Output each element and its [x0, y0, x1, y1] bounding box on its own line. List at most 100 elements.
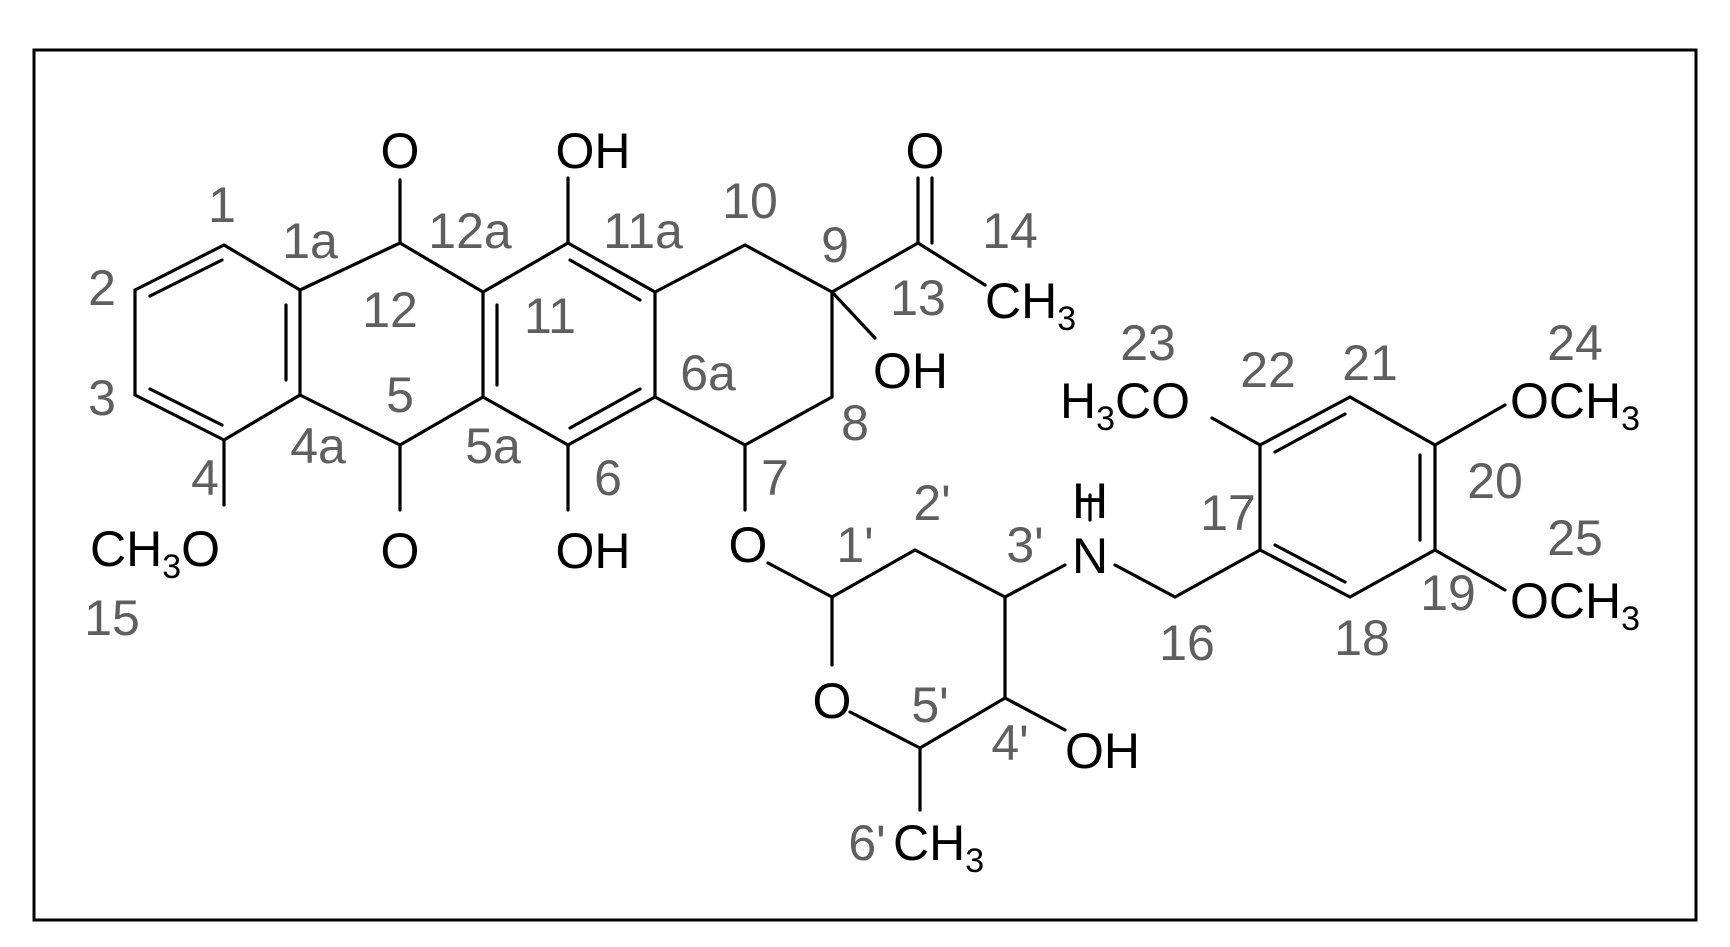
position-6-prime: 6' [848, 815, 885, 871]
position-13: 13 [890, 270, 946, 326]
bond [1348, 548, 1437, 599]
bond [398, 241, 485, 294]
methoxy-c20-label: OCH3 [1510, 373, 1640, 438]
position-3-prime: 3' [1006, 517, 1043, 573]
bond [830, 290, 877, 340]
position-11a: 11a [603, 203, 683, 259]
bond [566, 395, 657, 447]
bond [148, 387, 224, 427]
position-15: 15 [84, 590, 140, 646]
ring-oxygen-label: O [813, 673, 852, 729]
bond [653, 243, 747, 294]
bond [1258, 395, 1352, 447]
bond [743, 395, 834, 447]
position-23: 23 [1120, 315, 1176, 371]
bond [481, 395, 570, 447]
position-5-prime: 5' [911, 677, 948, 733]
methoxy-c19-label: OCH3 [1510, 573, 1640, 638]
bond [653, 395, 747, 447]
position-14: 14 [982, 203, 1038, 259]
bond [1003, 696, 1067, 732]
position-25: 25 [1547, 510, 1603, 566]
bond [148, 258, 224, 298]
nitrogen-label: N [1072, 528, 1108, 584]
position-1: 1 [208, 177, 236, 233]
position-3: 3 [88, 370, 116, 426]
bond [566, 241, 657, 294]
figure-frame [32, 48, 1698, 922]
glycosidic-oxygen-label: O [729, 517, 768, 573]
bond [298, 393, 402, 447]
position-24: 24 [1547, 315, 1603, 371]
bond [1433, 548, 1507, 592]
bond [1273, 543, 1347, 584]
position-5: 5 [386, 367, 414, 423]
position-6: 6 [594, 450, 622, 506]
bond [398, 395, 485, 447]
position-1-prime: 1' [836, 517, 873, 573]
position-6a: 6a [680, 345, 736, 401]
position-21: 21 [1342, 335, 1398, 391]
hydroxyl-c6-label: OH [556, 523, 631, 579]
bond [830, 241, 920, 294]
methoxy-c4-label: CH3O [90, 521, 220, 586]
bond [916, 241, 987, 287]
bond [298, 241, 402, 292]
bond [568, 387, 642, 430]
position-17: 17 [1200, 485, 1256, 541]
bond [1113, 563, 1177, 599]
bond [1210, 416, 1262, 447]
methyl-c6p-label: CH3 [893, 815, 984, 880]
position-16: 16 [1159, 615, 1215, 671]
bond [913, 548, 1007, 599]
bond [848, 710, 922, 750]
bond [1003, 563, 1067, 599]
oxygen-c13-label: O [906, 123, 945, 179]
bond [133, 393, 226, 442]
bond [743, 243, 834, 294]
bond [1433, 403, 1507, 447]
hydroxyl-c4p-label: OH [1065, 723, 1140, 779]
bond [222, 393, 302, 442]
hydroxyl-c9-label: OH [873, 343, 948, 399]
oxygen-c5-label: O [381, 523, 420, 579]
position-9: 9 [821, 217, 849, 273]
position-20: 20 [1467, 453, 1523, 509]
position-22: 22 [1240, 342, 1296, 398]
atom-labels: O O OH OH O CH3 OH O O H N OH CH3 CH3O H… [90, 123, 1640, 880]
methyl-c14-label: CH3 [985, 273, 1076, 338]
position-7: 7 [761, 450, 789, 506]
position-numbers: 1 2 3 4 1a 4a 5 5a 6 6a 7 8 9 10 11 11a … [84, 173, 1603, 871]
position-19: 19 [1420, 565, 1476, 621]
position-5a: 5a [465, 418, 521, 474]
position-12: 12 [362, 282, 418, 338]
position-4-prime: 4' [991, 715, 1028, 771]
bond [918, 696, 1007, 750]
position-12a: 12a [428, 203, 512, 259]
bond [830, 548, 917, 599]
bond [222, 243, 302, 292]
position-4: 4 [191, 450, 219, 506]
bond [1273, 412, 1347, 454]
position-10: 10 [722, 173, 778, 229]
bond [133, 243, 226, 292]
position-11: 11 [524, 288, 576, 344]
bond [1348, 395, 1437, 447]
oxygen-c12-label: O [381, 123, 420, 179]
position-4a: 4a [290, 418, 346, 474]
position-1a: 1a [282, 213, 338, 269]
nh-hydrogen-label: H [1072, 473, 1108, 529]
hydroxyl-c11-label: OH [556, 123, 631, 179]
position-18: 18 [1334, 610, 1390, 666]
bond [568, 258, 642, 302]
bond [1173, 548, 1262, 599]
methoxy-c22-label: H3CO [1060, 373, 1190, 438]
position-2: 2 [88, 260, 116, 316]
bond [481, 241, 570, 294]
position-8: 8 [841, 395, 869, 451]
position-2-prime: 2' [913, 475, 950, 531]
bond [1258, 548, 1352, 599]
bond [766, 561, 834, 599]
